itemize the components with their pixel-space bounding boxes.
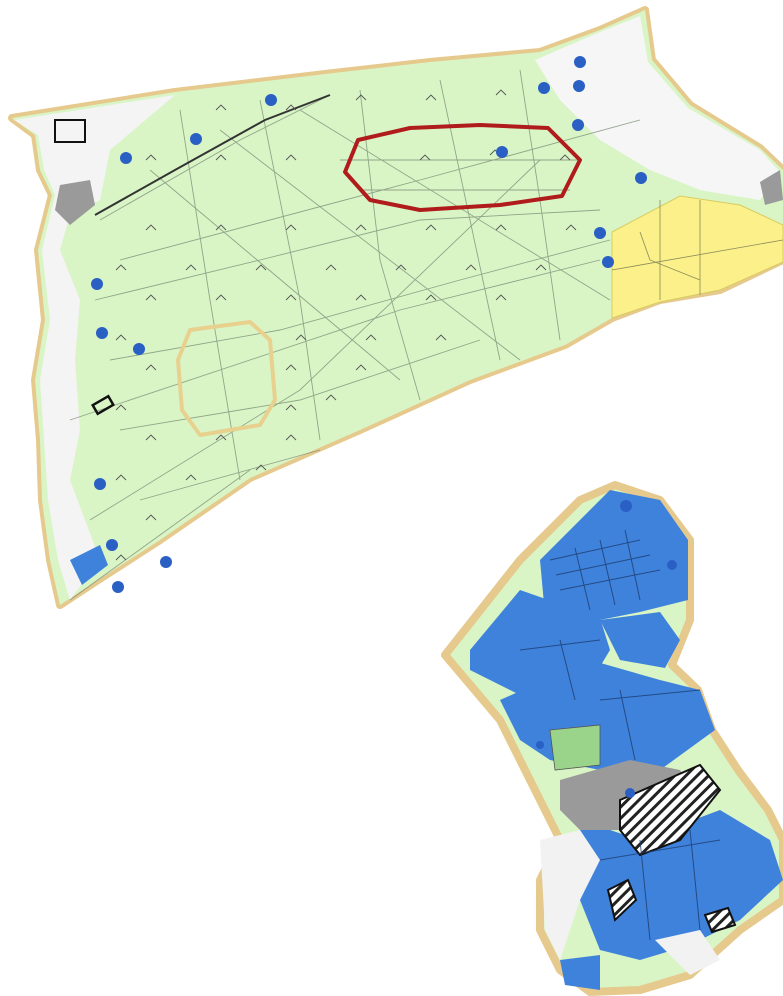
point-marker [667,560,677,570]
cultivated-block [540,490,688,620]
blue-patch [70,545,108,585]
cultivated-block [600,612,680,668]
developed-area-northeast [535,16,780,200]
outlined-block [54,119,86,143]
point-marker [620,500,632,512]
point-marker [112,581,124,593]
point-marker [133,343,145,355]
point-marker [635,172,647,184]
hatched-block [703,906,737,934]
outlined-block [90,394,116,416]
grassland-area [12,10,783,605]
tan-zone-outline [176,320,277,437]
gray-patch [55,180,95,225]
point-markers-south [536,500,677,798]
path-network [69,69,641,601]
point-marker [190,133,202,145]
point-marker [120,152,132,164]
point-marker [573,80,585,92]
point-marker [538,82,550,94]
hatched-block [606,878,638,922]
developed-area-south [540,830,600,960]
point-marker [574,56,586,68]
main-road [94,94,331,216]
point-marker [625,788,635,798]
hatched-block [619,763,722,857]
field-lines [519,529,721,941]
north-parcel [8,6,783,609]
point-markers [91,56,647,593]
point-marker [91,278,103,290]
point-marker [106,539,118,551]
point-marker [94,478,106,490]
point-marker [602,256,614,268]
point-marker [96,327,108,339]
south-parcel [441,481,783,996]
point-marker [496,146,508,158]
point-marker [594,227,606,239]
point-marker [536,741,544,749]
yellow-zone-lines [611,200,783,300]
point-marker [160,556,172,568]
developed-area-south [655,930,720,975]
red-zone-outline [343,123,582,212]
point-marker [572,119,584,131]
cultivated-block [560,955,600,990]
gray-patch [760,170,783,205]
yellow-zone [611,195,783,319]
point-marker [265,94,277,106]
developed-area-west [14,95,175,600]
light-green-block [549,724,601,771]
